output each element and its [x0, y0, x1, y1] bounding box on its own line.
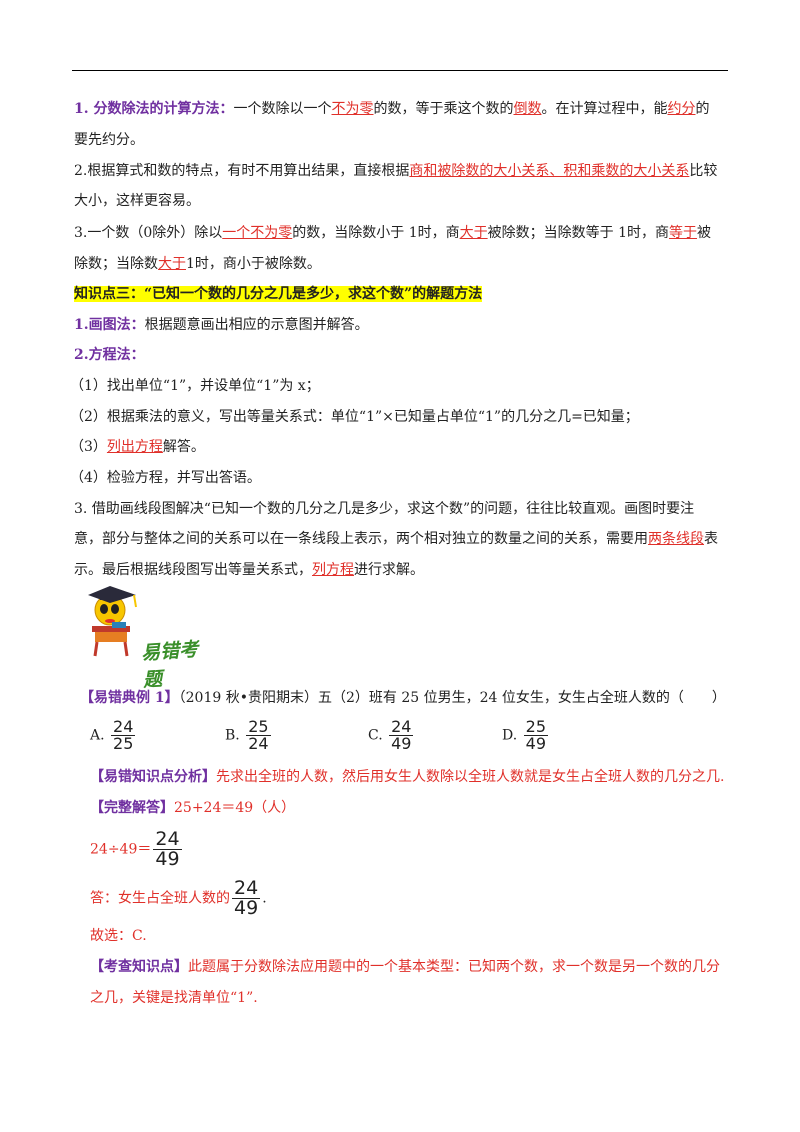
answer-choice: 故选：C.: [90, 928, 147, 944]
knowledge-points-line-2: 之几，关键是找清单位“1”.: [90, 990, 258, 1006]
paragraph-4-line-3: 示。最后根据线段图写出等量关系式，列方程进行求解。: [74, 562, 424, 578]
header-rule: [72, 70, 728, 71]
paragraph-2: 2.根据算式和数的特点，有时不用算出结果，直接根据商和被除数的大小关系、积和乘数…: [74, 163, 718, 179]
paragraph-3-line-2: 除数；当除数大于1时，商小于被除数。: [74, 256, 321, 272]
question: 【易错典例 1】（2019 秋•贵阳期末）五（2）班有 25 位男生，24 位女…: [80, 690, 726, 706]
step-3: （3）列出方程解答。: [70, 439, 205, 455]
paragraph-2-line-2: 大小，这样更容易。: [74, 193, 200, 209]
step-2: （2）根据乘法的意义，写出等量关系式：单位“1”×已知量占单位“1”的几分之几=…: [70, 409, 639, 425]
step-4: （4）检验方程，并写出答语。: [70, 470, 261, 486]
step-1: （1）找出单位“1”，并设单位“1”为 x；: [70, 378, 320, 394]
method-2: 2.方程法：: [74, 347, 145, 363]
mascot-label: 易错考题: [140, 638, 199, 692]
p1-lead: 1. 分数除法的计算方法：: [74, 101, 234, 117]
method-1: 1.画图法：根据题意画出相应的示意图并解答。: [74, 317, 369, 333]
answer-header: 【完整解答】25+24＝49（人）: [90, 800, 296, 816]
analysis: 【易错知识点分析】先求出全班的人数，然后用女生人数除以全班人数就是女生占全班人数…: [90, 769, 725, 785]
paragraph-4: 3. 借助画线段图解决“已知一个数的几分之几是多少，求这个数”的问题，往往比较直…: [74, 501, 695, 517]
knowledge-points: 【考查知识点】此题属于分数除法应用题中的一个基本类型：已知两个数，求一个数是另一…: [90, 959, 720, 975]
paragraph-4-line-2: 意，部分与整体之间的关系可以在一条线段上表示，两个相对独立的数量之间的关系，需要…: [74, 531, 718, 547]
paragraph-1: 1. 分数除法的计算方法：一个数除以一个不为零的数，等于乘这个数的倒数。在计算过…: [74, 101, 710, 117]
mascot-illustration: 易错考题: [82, 576, 212, 691]
paragraph-3: 3.一个数（0除外）除以一个不为零的数，当除数小于 1时，商大于被除数；当除数等…: [74, 225, 711, 241]
knowledge-point-3-heading: 知识点三：“已知一个数的几分之几是多少，求这个数”的解题方法: [74, 286, 483, 302]
mascot-graduate-icon: [88, 586, 137, 657]
paragraph-1-line-2: 要先约分。: [74, 132, 144, 148]
